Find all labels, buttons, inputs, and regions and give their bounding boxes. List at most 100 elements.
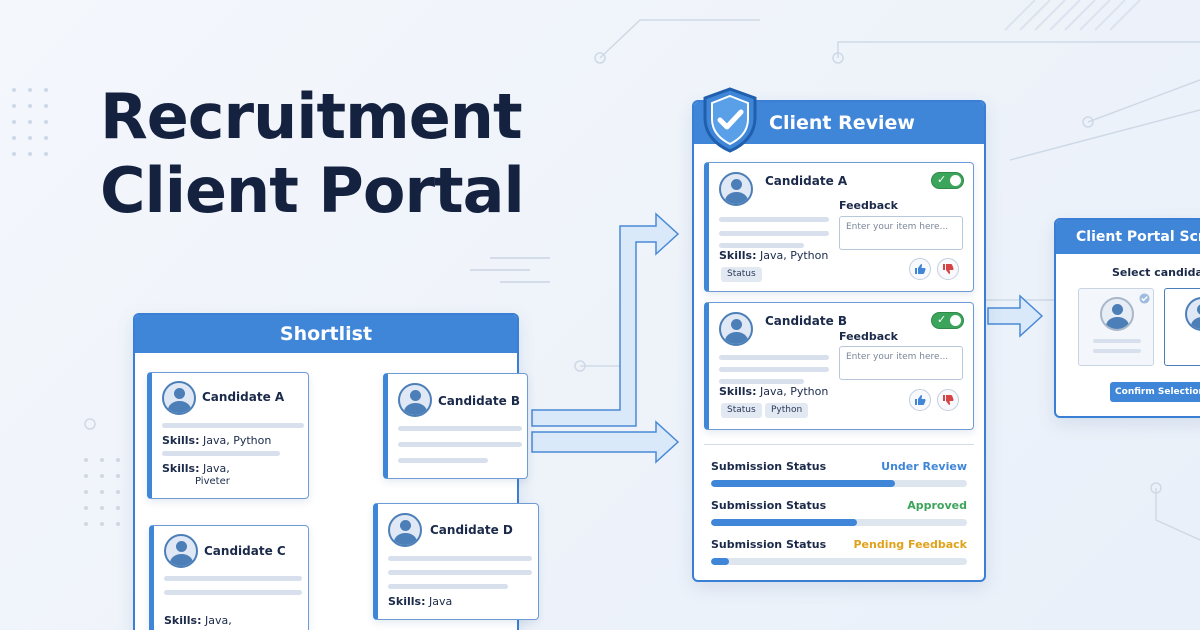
candidate-skills: Skills: Java <box>388 595 452 608</box>
shortlist-title: Shortlist <box>279 323 373 345</box>
feedback-input[interactable]: Enter your item here... <box>839 216 963 250</box>
avatar <box>719 172 753 206</box>
placeholder-line <box>719 231 829 236</box>
placeholder-line <box>398 426 522 431</box>
check-circle-icon <box>1139 293 1150 304</box>
skills-value: Java, Python <box>760 249 829 262</box>
shortlist-candidate-b-card[interactable]: Candidate B <box>383 373 528 479</box>
approve-toggle[interactable]: ✓ <box>931 172 964 189</box>
title-line-1: Recruitment <box>100 80 523 153</box>
placeholder-line <box>719 217 829 222</box>
status-badge: Status <box>721 403 762 418</box>
avatar <box>398 383 432 417</box>
shield-check-icon <box>703 87 757 153</box>
candidate-name: Candidate D <box>430 523 513 537</box>
thumbs-down-icon <box>943 264 954 274</box>
portal-candidate-card[interactable] <box>1164 288 1200 366</box>
arrow-to-client-review-upper <box>531 212 680 427</box>
thumbs-down-button[interactable] <box>937 389 959 411</box>
candidate-skills: Skills: Java, <box>164 614 232 627</box>
thumbs-down-button[interactable] <box>937 258 959 280</box>
placeholder-line <box>164 576 302 581</box>
divider <box>704 444 974 445</box>
page-title: Recruitment Client Portal <box>100 80 525 228</box>
progress-fill <box>711 480 896 487</box>
submission-status-label: Submission Status <box>711 538 827 551</box>
candidate-name: Candidate C <box>204 544 286 558</box>
confirm-selection-button[interactable]: Confirm Selection <box>1110 382 1200 402</box>
placeholder-line <box>1093 339 1141 343</box>
skills-label: Skills: <box>164 614 202 627</box>
check-icon: ✓ <box>937 314 947 326</box>
placeholder-line <box>164 590 302 595</box>
candidate-name: Candidate B <box>765 314 848 328</box>
avatar <box>162 381 196 415</box>
avatar <box>1100 297 1134 331</box>
shortlist-candidate-d-card[interactable]: Candidate D Skills: Java <box>373 503 539 620</box>
thumbs-down-icon <box>943 395 954 405</box>
submission-status-label: Submission Status <box>711 460 827 473</box>
placeholder-line <box>398 442 522 447</box>
thumbs-up-button[interactable] <box>909 389 931 411</box>
candidate-name: Candidate B <box>438 394 521 408</box>
submission-progress-bar <box>711 519 967 526</box>
placeholder-line <box>1093 349 1141 353</box>
client-portal-panel: Client Portal Scre Select candidate Conf… <box>1054 218 1200 418</box>
approve-toggle[interactable]: ✓ <box>931 312 964 329</box>
skills-label: Skills: <box>388 595 426 608</box>
submission-status-value: Under Review <box>881 460 967 473</box>
skills-label: Skills: <box>719 385 757 398</box>
progress-fill <box>711 519 857 526</box>
client-portal-title: Client Portal Scre <box>1076 229 1200 245</box>
shortlist-candidate-a-card[interactable]: Candidate A Skills: Java, Python Skills:… <box>147 372 309 499</box>
submission-status-value: Approved <box>907 499 967 512</box>
client-portal-header: Client Portal Scre <box>1056 220 1200 254</box>
candidate-skills: Skills: Java, Python <box>162 434 271 447</box>
placeholder-line <box>719 243 804 248</box>
thumbs-up-icon <box>915 395 926 405</box>
thumbs-up-button[interactable] <box>909 258 931 280</box>
placeholder-line <box>398 458 488 463</box>
skills-label: Skills: <box>719 249 757 262</box>
avatar <box>388 513 422 547</box>
placeholder-line <box>719 355 829 360</box>
arrow-to-client-portal <box>987 294 1044 338</box>
skills-value: Java, <box>203 462 230 475</box>
portal-candidate-card[interactable] <box>1078 288 1154 366</box>
shortlist-header: Shortlist <box>135 315 517 353</box>
candidate-name: Candidate A <box>202 390 285 404</box>
arrow-to-client-review-lower <box>531 420 680 464</box>
placeholder-line <box>162 451 280 456</box>
review-candidate-b-card[interactable]: Candidate B ✓ Feedback Enter your item h… <box>704 302 974 430</box>
submission-status-value: Pending Feedback <box>853 538 967 551</box>
review-candidate-a-card[interactable]: Candidate A ✓ Feedback Enter your item h… <box>704 162 974 292</box>
submission-progress-bar <box>711 480 967 487</box>
shortlist-candidate-c-card[interactable]: Candidate C Skills: Java, <box>149 525 309 630</box>
skills-value: Java <box>429 595 453 608</box>
feedback-input[interactable]: Enter your item here... <box>839 346 963 380</box>
avatar <box>164 534 198 568</box>
check-icon: ✓ <box>937 174 947 186</box>
progress-fill <box>711 558 729 565</box>
status-badge: Status <box>721 267 762 282</box>
skill-badge: Python <box>765 403 809 418</box>
feedback-label: Feedback <box>839 330 898 343</box>
placeholder-line <box>719 367 829 372</box>
title-line-2: Client Portal <box>100 154 525 227</box>
client-review-title: Client Review <box>769 112 915 134</box>
submission-progress-bar <box>711 558 967 565</box>
placeholder-line <box>719 379 804 384</box>
skills-label: Skills: <box>162 434 200 447</box>
thumbs-up-icon <box>915 264 926 274</box>
candidate-skills: Skills: Java, Python <box>719 385 828 398</box>
candidate-skills-2: Skills: Java, <box>162 462 230 475</box>
placeholder-line <box>388 584 508 589</box>
feedback-label: Feedback <box>839 199 898 212</box>
client-review-panel: Client Review Candidate A ✓ Feedback Ent… <box>692 100 986 582</box>
placeholder-line <box>162 423 304 428</box>
submission-status-label: Submission Status <box>711 499 827 512</box>
candidate-name: Candidate A <box>765 174 848 188</box>
skills-value: Java, <box>205 614 232 627</box>
avatar <box>1185 297 1200 331</box>
skills-value: Java, Python <box>203 434 272 447</box>
